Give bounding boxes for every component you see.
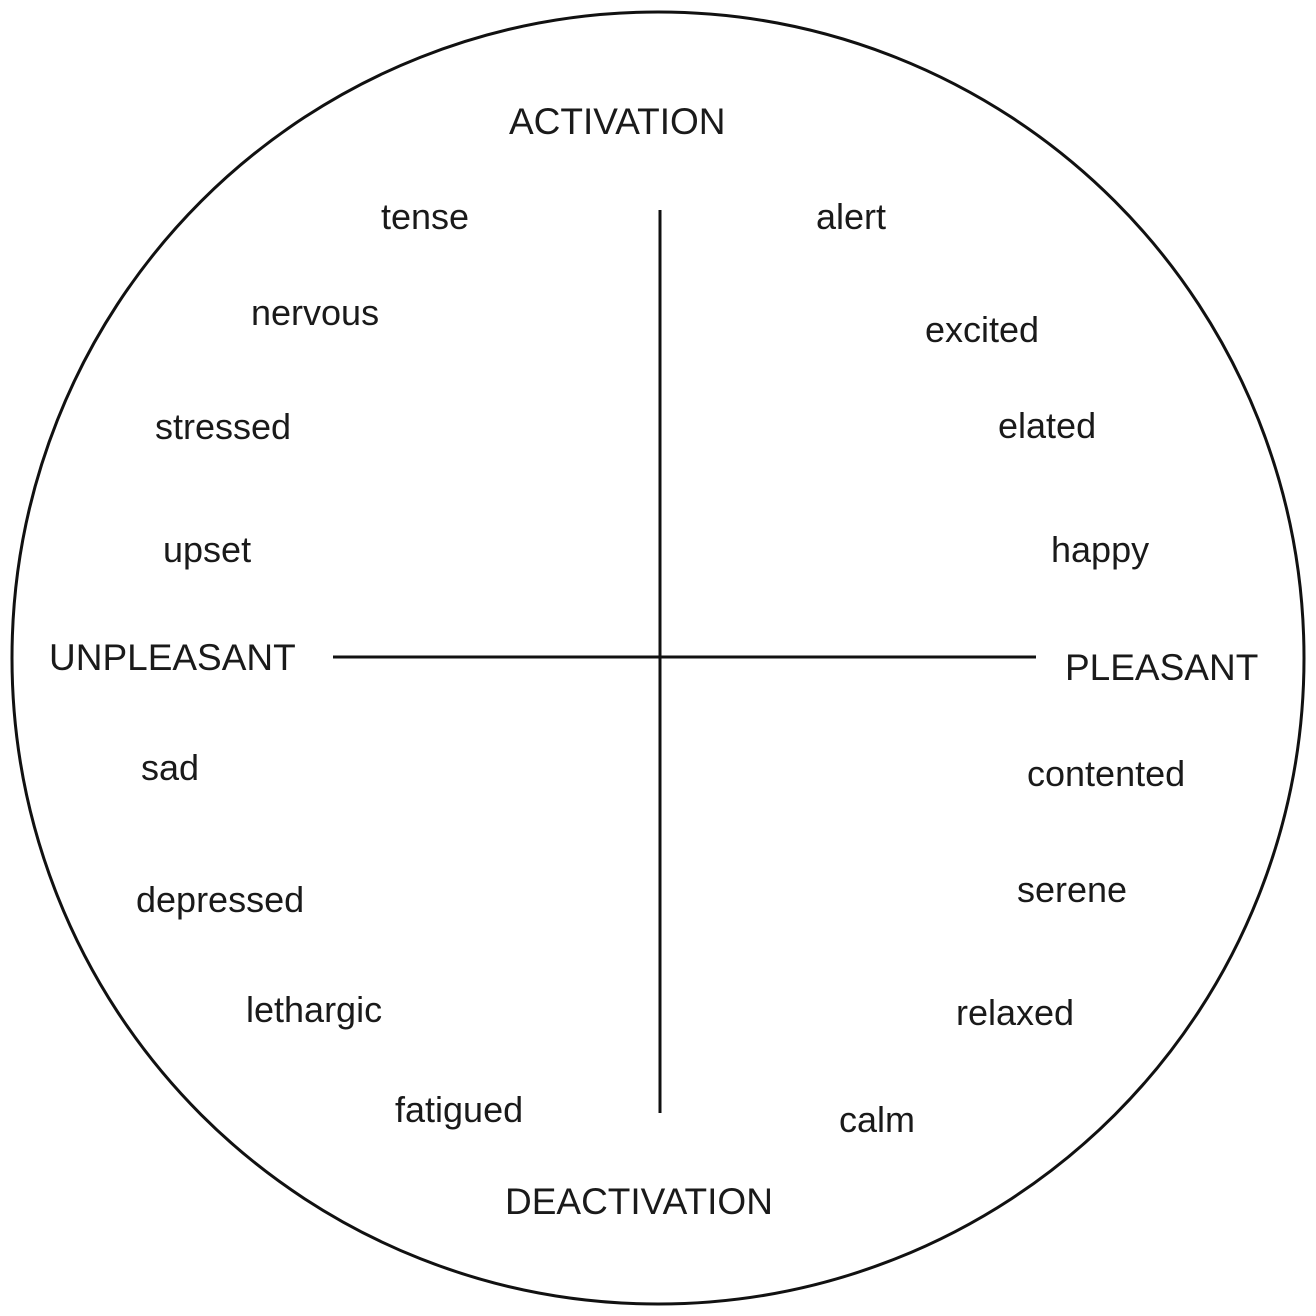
axis-label-unpleasant: UNPLEASANT [49, 637, 296, 678]
emotion-contented: contented [1027, 753, 1185, 794]
emotion-sad: sad [141, 747, 199, 788]
emotion-excited: excited [925, 309, 1039, 350]
emotion-upset: upset [163, 529, 251, 570]
emotion-alert: alert [816, 196, 886, 237]
emotion-serene: serene [1017, 869, 1127, 910]
emotion-fatigued: fatigued [395, 1089, 523, 1130]
axis-label-deactivation: DEACTIVATION [505, 1181, 773, 1222]
emotion-lethargic: lethargic [246, 989, 382, 1030]
emotion-tense: tense [381, 196, 469, 237]
emotion-stressed: stressed [155, 406, 291, 447]
outer-circle [10, 10, 1306, 1306]
emotion-happy: happy [1051, 529, 1149, 570]
emotion-relaxed: relaxed [956, 992, 1074, 1033]
emotion-depressed: depressed [136, 879, 304, 920]
axis-label-activation: ACTIVATION [509, 101, 726, 142]
emotion-calm: calm [839, 1099, 915, 1140]
emotion-nervous: nervous [251, 292, 379, 333]
emotion-elated: elated [998, 405, 1096, 446]
axis-label-pleasant: PLEASANT [1065, 647, 1258, 688]
